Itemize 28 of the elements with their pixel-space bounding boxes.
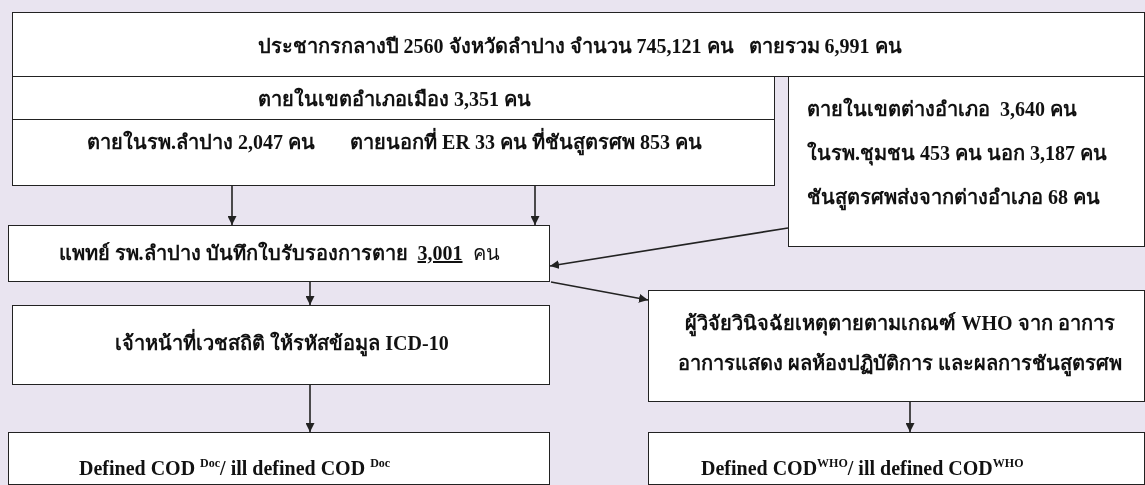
process-box bbox=[12, 12, 1145, 77]
box-text: ตายในเขตต่างอำเภอ 3,640 คน bbox=[807, 97, 1077, 121]
process-box bbox=[12, 76, 775, 186]
process-box bbox=[788, 76, 1145, 247]
process-box bbox=[648, 290, 1145, 402]
box-text: Defined COD $^{Doc}$/ ill defined COD $^{Doc}$ bbox=[79, 455, 391, 480]
box-text: ตายในรพ.ลำปาง 2,047 คน ตายนอกที่ ER 33 คน ที่ชันสูตรศพ 853 คน bbox=[13, 130, 776, 154]
box-text: ตายในเขตอำเภอเมือง 3,351 คน bbox=[257, 87, 532, 111]
arrow bbox=[549, 227, 789, 269]
box-text: คน bbox=[472, 242, 500, 264]
underlined-number: 3,001 bbox=[417, 242, 463, 264]
process-box bbox=[8, 225, 550, 282]
box-text: ประชากรกลางปี 2560 จังหวัดลำปาง จำนวน 745,121 คน ตายรวม 6,991 คน bbox=[256, 34, 903, 58]
box-text: เจ้าหน้าที่เวชสถิติ ให้รหัสข้อมูล ICD-10 bbox=[13, 331, 551, 355]
arrow bbox=[905, 401, 915, 433]
arrow bbox=[305, 281, 315, 306]
process-box bbox=[12, 305, 550, 385]
arrow bbox=[550, 281, 649, 303]
process-box bbox=[8, 432, 550, 485]
arrow bbox=[530, 185, 540, 226]
box-text: แพทย์ รพ.ลำปาง บันทึกใบรับรองการตาย bbox=[58, 242, 408, 264]
arrow bbox=[227, 185, 237, 226]
box-text: ผู้วิจัยวินิจฉัยเหตุตายตามเกณฑ์ WHO จาก อาการ อาการแสดง ผลห้องปฏิบัติการ และผลการชันสูตรศพ bbox=[674, 303, 1126, 383]
box-text: Defined COD$^{WHO}$/ ill defined COD$^{WHO}$ bbox=[701, 455, 1024, 480]
process-box bbox=[648, 432, 1145, 485]
box-text: ชันสูตรศพส่งจากต่างอำเภอ 68 คน bbox=[807, 185, 1100, 209]
arrow bbox=[305, 384, 315, 433]
box-text: ในรพ.ชุมชน 453 คน นอก 3,187 คน bbox=[807, 141, 1107, 165]
